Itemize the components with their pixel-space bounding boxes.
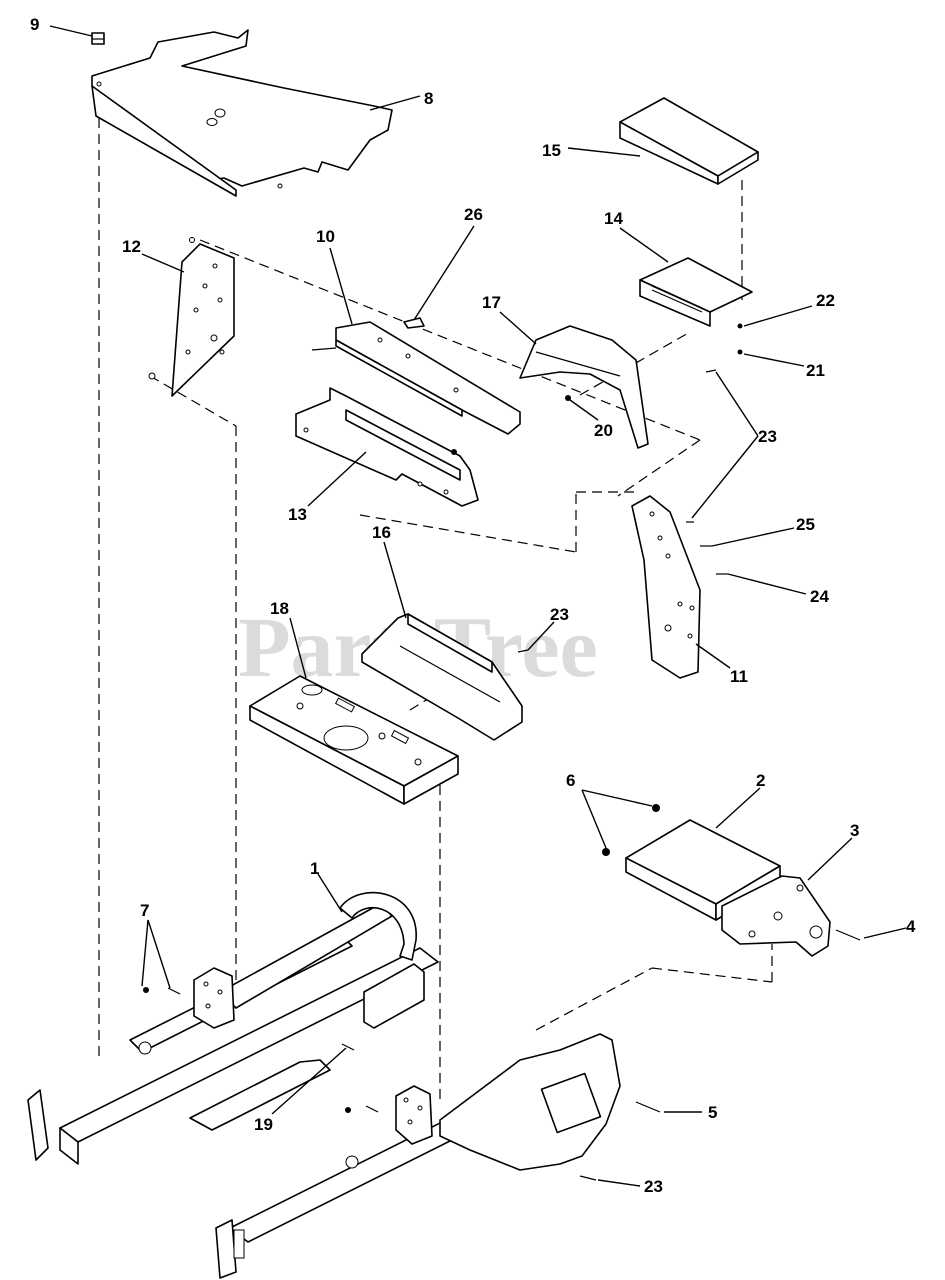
part-14-plate xyxy=(639,257,753,327)
callout-13: 13 xyxy=(288,505,307,524)
callout-9: 9 xyxy=(30,15,39,34)
part-17-fender xyxy=(519,325,649,449)
callout-6: 6 xyxy=(566,771,575,790)
leader-lines xyxy=(49,25,907,1187)
part-16-bracket xyxy=(361,613,529,741)
part-12-side-plate xyxy=(148,237,235,397)
part-21-nut xyxy=(737,349,743,355)
callout-21: 21 xyxy=(806,361,825,380)
callout-20: 20 xyxy=(594,421,613,440)
callout-2: 2 xyxy=(756,771,765,790)
callout-1: 1 xyxy=(310,859,319,878)
callout-23-lower: 23 xyxy=(644,1177,663,1196)
callout-23-middle: 23 xyxy=(550,605,569,624)
part-22-washer xyxy=(737,323,743,329)
part-10-bracket xyxy=(311,321,521,435)
callout-labels: 9 8 15 14 26 10 12 22 17 21 20 23 13 25 … xyxy=(30,15,916,1196)
alignment-lines xyxy=(98,118,773,1100)
callout-18: 18 xyxy=(270,599,289,618)
part-15-pad xyxy=(619,97,759,185)
callout-24: 24 xyxy=(810,587,829,606)
callout-7: 7 xyxy=(140,901,149,920)
callout-15: 15 xyxy=(542,141,561,160)
callout-16: 16 xyxy=(372,523,391,542)
part-3-bracket xyxy=(721,875,861,957)
callout-12: 12 xyxy=(122,237,141,256)
callout-25: 25 xyxy=(796,515,815,534)
callout-4: 4 xyxy=(906,917,916,936)
callout-17: 17 xyxy=(482,293,501,312)
callout-8: 8 xyxy=(424,89,433,108)
callout-10: 10 xyxy=(316,227,335,246)
part-9-clip xyxy=(91,32,105,45)
part-23-bolt xyxy=(705,369,717,373)
callout-26: 26 xyxy=(464,205,483,224)
part-1-frame xyxy=(27,891,661,1279)
part-11-side-plate xyxy=(631,495,728,679)
part-18-box xyxy=(249,675,459,805)
callout-3: 3 xyxy=(850,821,859,840)
callout-22: 22 xyxy=(816,291,835,310)
callout-23-upper: 23 xyxy=(758,427,777,446)
part-13-bracket xyxy=(295,387,479,507)
callout-14: 14 xyxy=(604,209,623,228)
part-8-top-plate xyxy=(91,29,393,197)
callout-5: 5 xyxy=(708,1103,717,1122)
callout-11: 11 xyxy=(730,667,748,686)
callout-19: 19 xyxy=(254,1115,273,1134)
